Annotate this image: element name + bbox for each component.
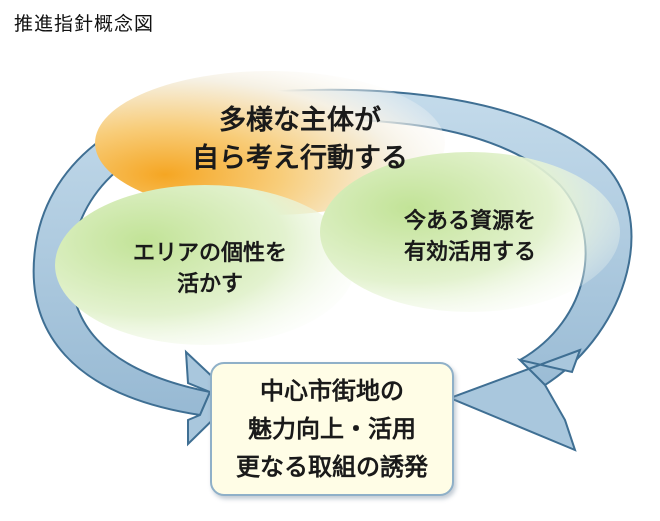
bubble-top-line1: 多様な主体が <box>219 105 381 136</box>
center-line3: 更なる取組の誘発 <box>236 453 428 481</box>
bubble-top-line2: 自ら考え行動する <box>192 143 408 174</box>
bubble-left-label: エリアの個性を 活かす <box>95 238 325 300</box>
center-goal-box: 中心市街地の 魅力向上・活用 更なる取組の誘発 <box>210 362 454 496</box>
bubble-left-line1: エリアの個性を <box>132 241 287 266</box>
bubble-right-line1: 今ある資源を <box>403 209 536 234</box>
right-arrow-head <box>447 348 582 452</box>
center-line2: 魅力向上・活用 <box>248 415 416 443</box>
center-line1: 中心市街地の <box>260 377 404 405</box>
bubble-right <box>320 152 620 312</box>
bubble-right-line2: 有効活用する <box>403 240 536 265</box>
page-title: 推進指針概念図 <box>14 13 155 35</box>
bubble-top <box>95 71 445 215</box>
bubble-right-label: 今ある資源を 有効活用する <box>355 206 585 268</box>
bubble-left <box>55 185 355 345</box>
bubble-left-line2: 活かす <box>176 272 243 297</box>
bubble-top-label: 多様な主体が 自ら考え行動する <box>150 102 450 178</box>
